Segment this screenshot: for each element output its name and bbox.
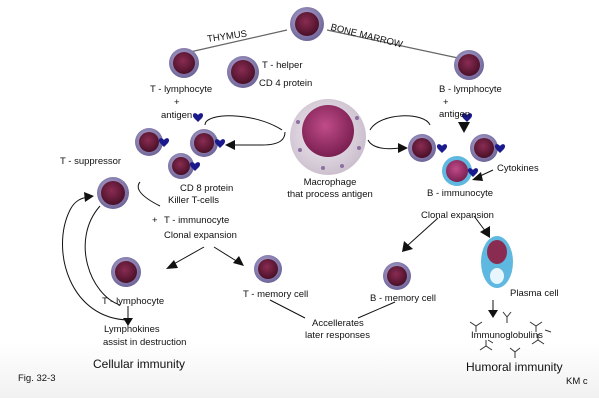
t-suppressor-cell (97, 177, 129, 209)
plus-right: + (443, 97, 449, 108)
arrow-head-icon (488, 310, 498, 318)
antigen-heart-icon (193, 113, 203, 122)
arrow-head-icon (225, 140, 235, 150)
figure-label: Fig. 32-3 (18, 373, 56, 384)
t-memory-label: T - memory cell (243, 289, 308, 300)
b-memory-cell (383, 262, 411, 290)
arrow-head-icon (166, 260, 178, 269)
killer-t-cell-3 (168, 153, 194, 179)
line-b-memory-accel (358, 302, 395, 318)
t-helper-cell (227, 56, 259, 88)
b-immunocyte-cell (442, 156, 472, 186)
t-lymphocyte-top-label: T - lymphocyte (150, 84, 212, 95)
initials-label: KM c (566, 376, 588, 387)
arrow-head-icon (480, 226, 490, 238)
t-helper-label: T - helper (262, 60, 302, 71)
cytokines-label: Cytokines (497, 163, 539, 174)
arrow-head-icon (398, 143, 408, 153)
killer-label: Killer T-cells (168, 195, 219, 206)
killer-t-cell-2 (190, 129, 218, 157)
arrow-suppressor-loop (85, 206, 120, 305)
arrow-head-icon (233, 256, 244, 266)
arrow-head-icon (84, 192, 94, 202)
assist-label: assist in destruction (103, 337, 186, 348)
arrow-line (138, 182, 160, 206)
macrophage-cell (290, 99, 366, 175)
line-t-memory-accel (270, 300, 305, 318)
cd8-label: CD 8 protein (180, 183, 233, 194)
stem-cell (290, 7, 324, 41)
humoral-immunity-label: Humoral immunity (466, 360, 563, 374)
b-lymphocyte-top-label: B - lymphocyte (439, 84, 502, 95)
t-lymphocyte-cell-top (169, 48, 199, 78)
arrow-macrophage-to-b (370, 116, 430, 130)
arrow-macrophage-to-t (205, 116, 282, 130)
later-responses-label: later responses (305, 330, 370, 341)
t-lymphocyte-bottom-label: T - lymphocyte (102, 296, 164, 307)
t-immunocyte-label: T - immunocyte (164, 215, 229, 226)
b-lymphocyte-cell-top (454, 50, 484, 80)
killer-t-cell-1 (135, 128, 163, 156)
cellular-immunity-label: Cellular immunity (93, 357, 185, 371)
arrow-line (368, 140, 400, 149)
arrow-to-b-memory (407, 218, 438, 246)
plasma-label: Plasma cell (510, 288, 559, 299)
arrow-to-t-memory (214, 247, 238, 262)
t-lymphocyte-cell-bottom (111, 257, 141, 287)
arrow-head-icon (458, 122, 470, 133)
plus-t-immunocyte: + (152, 215, 158, 226)
cd4-label: CD 4 protein (259, 78, 312, 89)
plus-left: + (174, 97, 180, 108)
b-memory-label: B - memory cell (370, 293, 436, 304)
antigen-right-label: antigen (439, 109, 470, 120)
clonal-right-label: Clonal expansion (421, 210, 494, 221)
accelerates-label: Accellerates (312, 318, 364, 329)
arrow-to-t-lymph (172, 247, 204, 265)
b-cell-1 (408, 134, 436, 162)
immunoglobulins-label: Immunoglobulins (471, 330, 543, 341)
b-cell-2 (470, 134, 498, 162)
antigen-left-label: antigen (161, 110, 192, 121)
t-suppressor-label: T - suppressor (60, 156, 121, 167)
macrophage-label: Macrophage (304, 177, 357, 188)
antigen-heart-icon (437, 144, 447, 153)
t-memory-cell (254, 255, 282, 283)
clonal-left-label: Clonal expansion (164, 230, 237, 241)
macrophage-sub-label: that process antigen (287, 189, 373, 200)
lymphokines-label: Lymphokines (104, 324, 160, 335)
arrow-line (262, 132, 285, 145)
plasma-cell (481, 236, 513, 288)
b-immunocyte-label: B - immunocyte (427, 188, 493, 199)
